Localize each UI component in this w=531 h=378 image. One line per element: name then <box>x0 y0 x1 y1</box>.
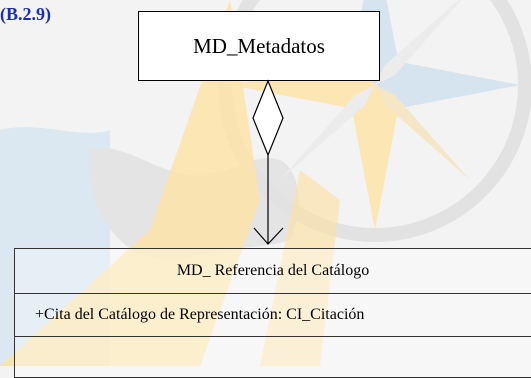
watermark-yellow-wedge-2 <box>260 170 340 366</box>
aggregation-diamond <box>252 79 284 157</box>
aggregation-connector <box>252 79 284 245</box>
watermark-star-ne <box>375 0 462 85</box>
md-metadatos-class: MD_Metadatos <box>138 11 380 81</box>
md-metadatos-label: MD_Metadatos <box>193 33 325 58</box>
class-attribute: +Cita del Catálogo de Representación: CI… <box>15 294 531 337</box>
watermark-star-se <box>375 85 470 180</box>
class-name: MD_ Referencia del Catálogo <box>15 249 531 294</box>
compass-rose-watermark <box>0 0 531 366</box>
md-referencia-catalogo-class: MD_ Referencia del Catálogo +Cita del Ca… <box>14 248 531 378</box>
watermark-yellow-wedge <box>0 0 260 366</box>
section-reference: (B.2.9) <box>0 4 51 24</box>
watermark-star-sw <box>280 85 375 180</box>
watermark-star-east <box>375 60 520 110</box>
connector-arrowhead <box>253 227 284 245</box>
watermark-star-south <box>350 85 400 230</box>
